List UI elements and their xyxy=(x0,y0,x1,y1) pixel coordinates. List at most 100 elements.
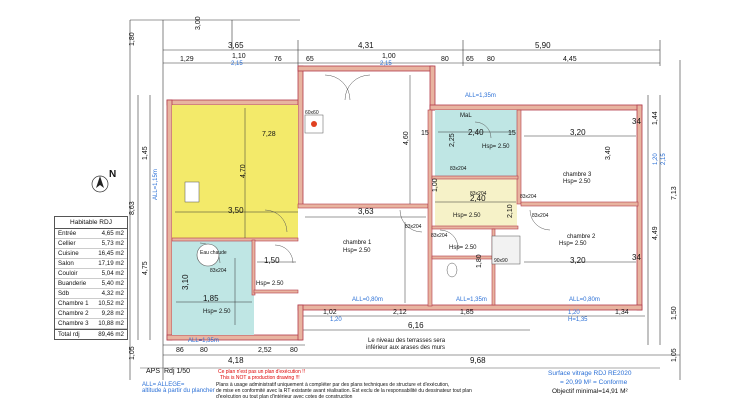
left-dim: 1,05 xyxy=(129,346,136,360)
toilet-icon xyxy=(446,262,458,278)
top-dim-1: 3,65 xyxy=(228,41,244,50)
footer-note-1: Plans à usage administratif uniquement à… xyxy=(216,382,449,388)
buanderie-w1: 1,50 xyxy=(264,256,280,265)
chambre2-all: ALL=0,80m xyxy=(569,297,600,303)
right-dim-total: 7,13 xyxy=(671,186,678,200)
left-dim: 1,45 xyxy=(142,146,149,160)
right-dim: 1,20 xyxy=(653,153,659,165)
mal-height: 2,25 xyxy=(449,133,456,147)
chambre3-width: 3,20 xyxy=(570,128,586,137)
sdb-hsp: Hsp= 2.50 xyxy=(449,245,477,251)
buanderie-hsp2: Hsp= 2.50 xyxy=(203,309,231,315)
chambre3-side: 34 xyxy=(632,117,641,126)
chambre3-hsp: Hsp= 2.50 xyxy=(563,179,591,185)
buanderie-window: 83x204 xyxy=(210,268,227,274)
right-dim: 1,05 xyxy=(671,348,678,362)
mal-zone xyxy=(435,110,517,178)
chambre2-window: 83x204 xyxy=(532,213,549,219)
right-dimension-lines xyxy=(647,60,681,380)
wc-h1: 1,00 xyxy=(432,178,439,192)
bottom-dim: 1,34 xyxy=(615,309,629,316)
buanderie-all: ALL=1,35m xyxy=(188,338,219,344)
bottom-blue-dim: H=1,35 xyxy=(568,317,588,323)
top-vertical-dim: 3,00 xyxy=(195,16,202,30)
buanderie-w2: 1,85 xyxy=(203,294,219,303)
sdb-all: ALL=1,35m xyxy=(456,297,487,303)
chambre1-all: ALL=0,80m xyxy=(352,297,383,303)
mal-hsp: Hsp= 2.50 xyxy=(482,144,510,150)
left-dimension-lines xyxy=(129,20,151,380)
top-blue-dim: 2,15 xyxy=(231,61,243,67)
wc-hsp: Hsp= 2.50 xyxy=(453,213,481,219)
top-sub-dim: 1,10 xyxy=(232,53,246,60)
scale-label: Rdj 1/50 xyxy=(164,368,190,375)
shower-size: 90x90 xyxy=(494,258,508,264)
top-dim-3: 5,90 xyxy=(535,41,551,50)
bottom-blue-dim: 1,20 xyxy=(330,317,342,323)
bottom-dim: 80 xyxy=(290,347,298,354)
internal-dim-lines xyxy=(175,75,636,325)
bottom-total-right: 9,68 xyxy=(470,356,486,365)
terrace-note-1: Le niveau des terrasses sera xyxy=(368,338,446,344)
surface-note-2: = 20,99 M² = Conforme xyxy=(560,379,628,386)
kitchen-height: 4,70 xyxy=(240,164,247,178)
area-table-title: Habitable RDJ xyxy=(55,217,127,229)
chambre2-label: chambre 2 xyxy=(567,234,596,240)
footer-note-2: de mise en conformité avec la RT existan… xyxy=(216,388,472,394)
bottom-total-a: 6,16 xyxy=(408,321,424,330)
chambre3-window: 83x204 xyxy=(520,194,537,200)
buanderie-height: 3,10 xyxy=(181,274,190,290)
bottom-dim: 80 xyxy=(200,347,208,354)
aps-label: APS xyxy=(146,368,160,375)
flame-icon xyxy=(311,121,317,127)
top-sub-dim: 80 xyxy=(441,56,449,63)
top-sub-dim: 65 xyxy=(466,56,474,63)
kitchen-width: 3,50 xyxy=(228,206,244,215)
surface-note-1: Surface vitrage RDJ RE2020 xyxy=(548,370,632,377)
sdb-height: 1,80 xyxy=(476,254,483,268)
bottom-total-left: 4,18 xyxy=(228,356,244,365)
water-heater-label: Eau chaude xyxy=(200,250,227,256)
surface-note-3: Objectif minimal=14,91 M² xyxy=(552,388,629,395)
right-dim: 1,50 xyxy=(671,306,678,320)
terrace-note-2: inférieur aux arases des murs xyxy=(366,345,445,351)
door-swings xyxy=(199,74,551,264)
chambre2-side: 34 xyxy=(632,253,641,262)
chambre2-hsp: Hsp= 2.50 xyxy=(559,241,587,247)
top-sub-dim: 4,45 xyxy=(563,56,577,63)
water-heater-icon xyxy=(196,243,220,267)
bottom-dimension-lines xyxy=(163,315,680,356)
left-dim: 4,75 xyxy=(142,261,149,275)
wc-window: 83x204 xyxy=(470,191,487,197)
right-dim: 2,15 xyxy=(661,153,667,165)
sink-icon xyxy=(184,181,200,203)
chambre2-width: 3,20 xyxy=(570,256,586,265)
hall-dim: 4,60 xyxy=(403,131,410,145)
red-note-1: Ce plan n'est pas un plan d'exécution !! xyxy=(218,369,305,375)
bottom-dim: 2,52 xyxy=(258,347,272,354)
mal-left: 15 xyxy=(421,130,429,137)
wc-width: 2,40 xyxy=(470,194,486,203)
bottom-dim: 2,12 xyxy=(393,309,407,316)
top-blue-dim: 2,15 xyxy=(380,61,392,67)
bottom-dim: 1,85 xyxy=(460,309,474,316)
shower-icon xyxy=(491,235,521,265)
mal-right: 15 xyxy=(508,130,516,137)
mal-window: 83x204 xyxy=(450,166,467,172)
right-dim: 1,44 xyxy=(652,111,659,125)
red-note-2: This is NOT a production drawing !!! xyxy=(220,375,300,381)
sdb-window: 83x204 xyxy=(431,233,448,239)
top-sub-dim: 1,29 xyxy=(180,56,194,63)
chambre1-window: 83x204 xyxy=(405,224,422,230)
mal-label: MaL xyxy=(460,113,472,119)
